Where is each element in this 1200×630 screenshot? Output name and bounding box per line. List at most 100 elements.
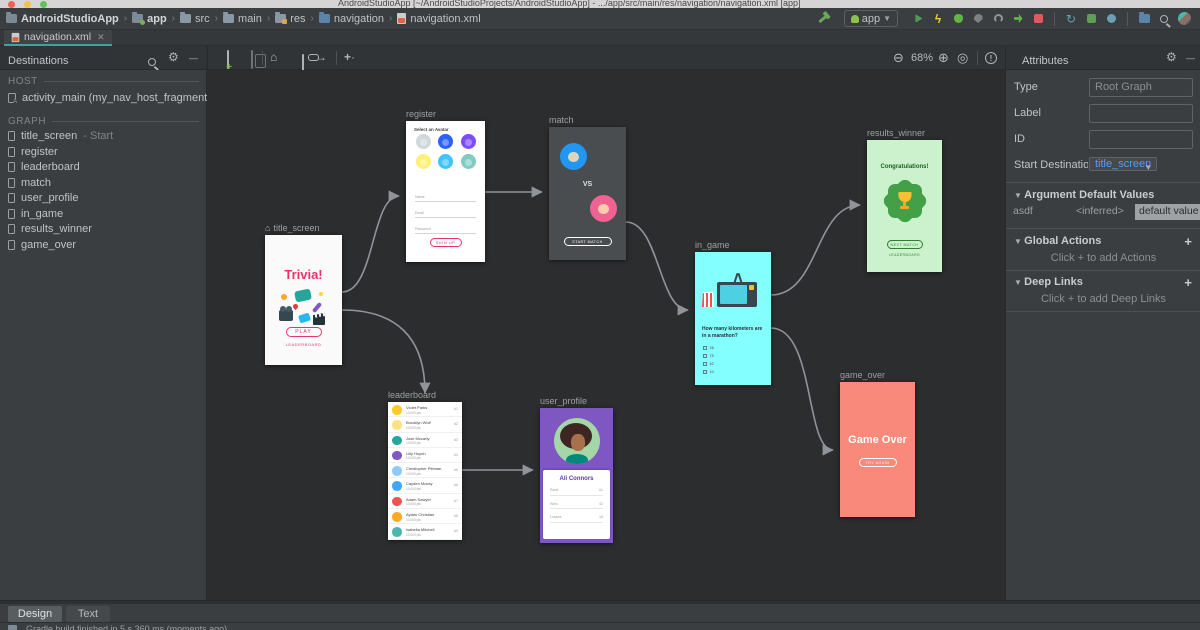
build-hammer-button[interactable] [814,10,834,28]
profiler-button[interactable] [988,10,1008,28]
debug-button[interactable] [948,10,968,28]
sidebar-item-register[interactable]: register [8,146,58,158]
minimize-window-button[interactable] [24,1,31,8]
breadcrumb-main[interactable]: main [223,12,262,25]
add-global-action-button[interactable]: + [1184,234,1192,249]
screen-label-user-profile[interactable]: user_profile [540,396,588,406]
breadcrumb-navigation[interactable]: navigation [318,12,384,25]
attach-debugger-button[interactable] [968,10,988,28]
destination-preview-game-over[interactable]: Game Over TRY AGAIN [840,382,915,517]
issues-warning-icon[interactable]: ! [985,52,997,64]
gauge-icon [993,14,1003,23]
sync-project-button[interactable]: ↻ [1061,10,1081,28]
search-destinations-icon[interactable] [148,58,156,66]
attributes-panel-title: Attributes [1022,55,1069,67]
tab-design[interactable]: Design [8,606,62,622]
deep-links-header[interactable]: Deep Links [1014,276,1083,288]
maximize-window-button[interactable] [40,1,47,8]
add-deep-link-button[interactable]: + [1184,275,1192,290]
avd-manager-button[interactable] [1081,10,1101,28]
action-edges[interactable] [207,70,1005,600]
project-structure-button[interactable] [1134,10,1154,28]
leaderboard-link-preview: LEADERBOARD [285,342,322,347]
canvas-bottom-strip [0,600,1200,604]
nav-graph-canvas[interactable]: title_screen Trivia! PLAY LEADERBOARD re… [207,70,1005,600]
hide-destinations-icon[interactable] [189,51,198,63]
stop-button[interactable] [1028,10,1048,28]
macos-titlebar: AndroidStudioApp [~/AndroidStudioProject… [0,0,1200,8]
sidebar-item-match[interactable]: match [8,177,51,189]
user-avatar [1177,12,1191,25]
new-nested-graph-icon[interactable] [251,50,253,69]
argument-default-values-header[interactable]: Argument Default Values [1014,189,1154,201]
breadcrumb-app[interactable]: app [132,12,167,25]
screen-label-register[interactable]: register [406,109,437,119]
attr-row-id: ID [1006,128,1200,152]
avatar [392,405,402,415]
tab-text[interactable]: Text [66,606,110,622]
type-field[interactable]: Root Graph [1089,78,1193,97]
tab-navigation-xml[interactable]: navigation.xml ✕ [4,30,112,46]
run-button[interactable] [908,10,928,28]
add-destination-icon[interactable] [227,50,229,69]
global-actions-header[interactable]: Global Actions [1014,235,1101,247]
sdk-manager-button[interactable] [1101,10,1121,28]
argument-name-cell[interactable]: asdf [1013,205,1033,217]
src-folder-icon [180,12,192,23]
close-tab-icon[interactable]: ✕ [97,31,105,42]
breadcrumb-project[interactable]: AndroidStudioApp [6,12,119,25]
id-field[interactable] [1089,130,1193,149]
argument-type-cell[interactable]: <inferred> [1076,205,1124,217]
attributes-panel: Type Root Graph Label ID Start Destinati… [1005,70,1200,600]
screen-label-in-game[interactable]: in_game [695,240,730,250]
breadcrumb-chevron: › [214,13,219,24]
start-destination-dropdown[interactable]: title_screen▼ [1089,157,1158,172]
host-item-activity-main[interactable]: activity_main (my_nav_host_fragment) [8,92,211,105]
fragment-icon [8,146,15,157]
destination-preview-register[interactable]: Select an Avatar Name Email Password SIG… [406,121,485,262]
apply-changes-button[interactable]: ϟ [928,10,948,28]
sidebar-item-leaderboard[interactable]: leaderboard [8,161,80,173]
destination-preview-title-screen[interactable]: Trivia! PLAY LEADERBOARD [265,235,342,365]
label-field[interactable] [1089,104,1193,123]
screen-label-game-over[interactable]: game_over [840,370,886,380]
screen-label-match[interactable]: match [549,115,574,125]
assign-start-destination-icon[interactable] [270,51,277,63]
sidebar-item-title-screen[interactable]: title_screen- Start [8,130,113,142]
breadcrumb-src[interactable]: src [180,12,210,25]
sidebar-item-in-game[interactable]: in_game [8,208,63,220]
screen-label-title-screen[interactable]: title_screen [265,223,319,233]
destination-preview-match[interactable]: VS START MATCH [549,127,626,260]
search-everywhere-button[interactable] [1154,10,1174,28]
zoom-out-button[interactable]: ⊖ [893,50,904,65]
zoom-to-fit-button[interactable]: ◎ [957,50,969,65]
avatar [392,481,402,491]
screen-label-leaderboard[interactable]: leaderboard [388,390,437,400]
argument-row[interactable]: asdf <inferred> default value [1009,204,1200,220]
hide-attributes-icon[interactable] [1186,51,1195,63]
destination-preview-in-game[interactable]: How many kilometers are in a marathon? 2… [695,252,771,385]
attributes-gear-icon[interactable] [1166,51,1177,63]
zoom-in-button[interactable]: ⊕ [938,50,949,65]
stop-icon [1033,14,1043,23]
breadcrumb-file[interactable]: navigation.xml [397,13,481,25]
try-again-button-preview: TRY AGAIN [858,458,897,467]
start-destination-label: Start Destination [1014,159,1088,171]
profile-avatar[interactable] [1174,10,1194,28]
add-action-icon[interactable] [315,51,327,63]
apply-code-changes-button[interactable] [1008,10,1028,28]
sidebar-item-game-over[interactable]: game_over [8,239,76,251]
breadcrumb-res[interactable]: res [275,12,306,25]
destination-preview-results-winner[interactable]: Congratulations! NEXT MATCH LEADERBOARD [867,140,942,272]
argument-default-value-cell[interactable]: default value [1135,204,1200,220]
sidebar-item-results-winner[interactable]: results_winner [8,223,92,235]
sidebar-item-user-profile[interactable]: user_profile [8,192,78,204]
auto-arrange-icon[interactable]: · [344,51,355,63]
destinations-gear-icon[interactable] [168,51,179,63]
run-configuration-dropdown[interactable]: app▼ [843,10,898,27]
screen-label-results-winner[interactable]: results_winner [867,128,926,138]
close-window-button[interactable] [8,1,15,8]
